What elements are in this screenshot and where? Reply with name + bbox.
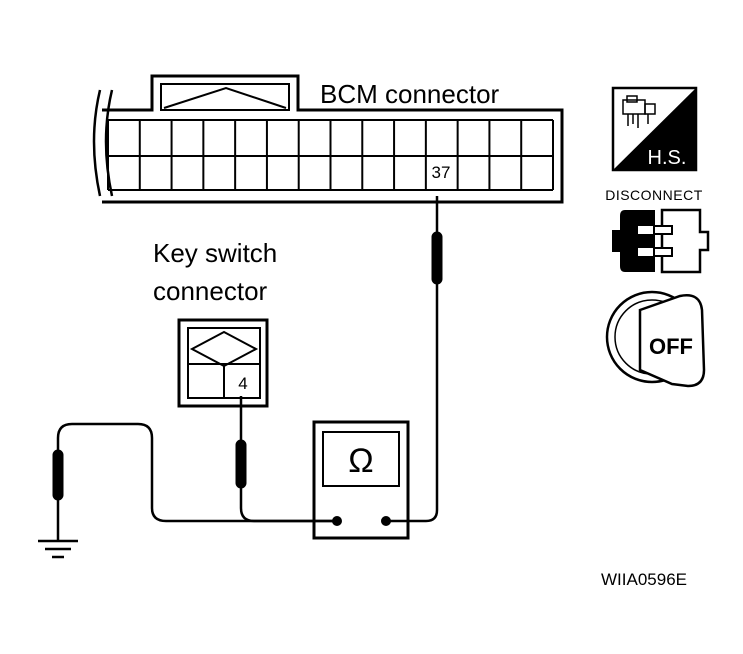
key-switch-connector	[177, 318, 269, 408]
bcm-pin-label: 37	[432, 163, 451, 182]
probe-bodies	[52, 231, 443, 501]
ground-symbol-icon	[38, 539, 78, 559]
key-switch-pin-label: 4	[238, 374, 247, 393]
test-leads	[56, 196, 439, 540]
key-switch-label-line1: Key switch	[153, 238, 277, 268]
harness-side-icon	[611, 86, 698, 172]
disconnect-label: DISCONNECT	[605, 187, 703, 203]
connector-disconnect-icon	[612, 208, 710, 274]
bcm-connector-label: BCM connector	[320, 79, 500, 109]
hs-label: H.S.	[648, 147, 687, 169]
key-switch-label-line2: connector	[153, 276, 268, 306]
ohm-symbol: Ω	[348, 442, 373, 480]
figure-code: WIIA0596E	[601, 570, 687, 589]
off-label: OFF	[649, 334, 693, 359]
bcm-connector	[92, 74, 564, 204]
ignition-key-off-icon	[605, 290, 706, 388]
